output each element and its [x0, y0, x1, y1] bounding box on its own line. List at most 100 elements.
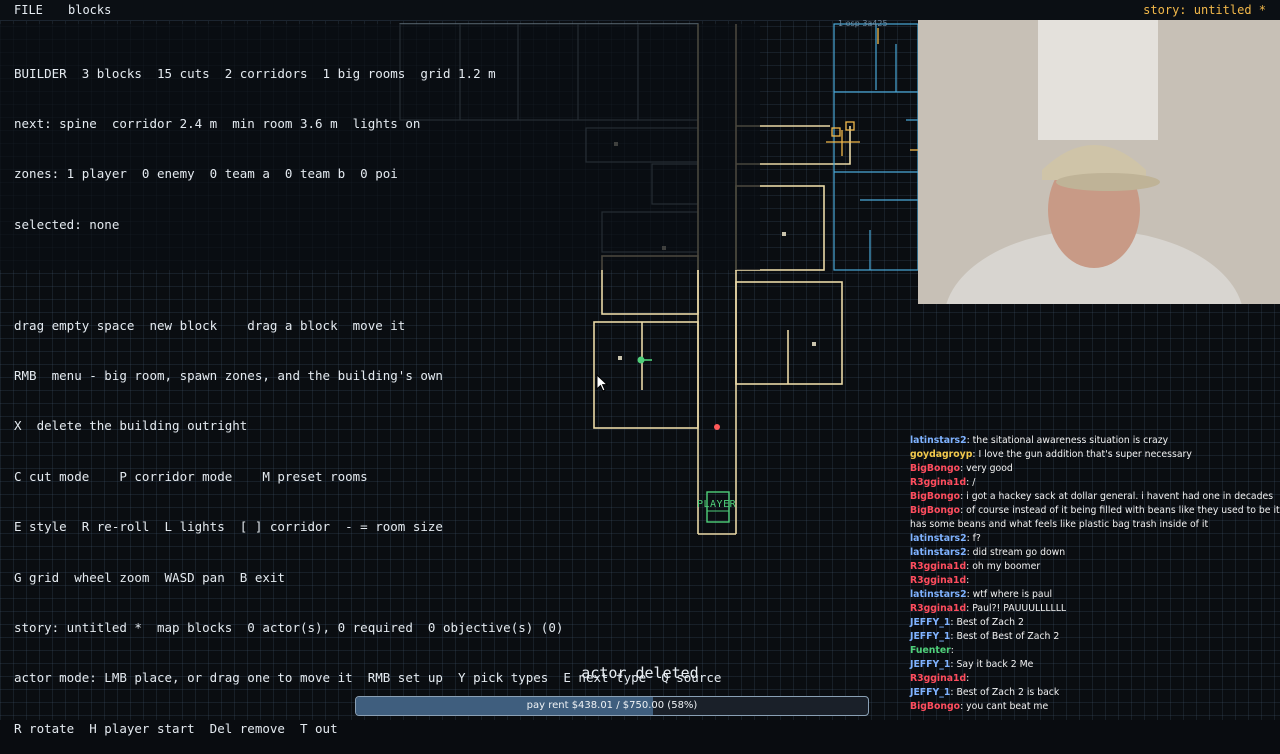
story-title: story: untitled *	[1143, 3, 1266, 17]
chat-message: goydagroyp: I love the gun addition that…	[906, 448, 1280, 462]
chat-username[interactable]: R3ggina1d	[910, 575, 967, 586]
minimap-orange-markers	[826, 28, 918, 156]
chat-username[interactable]: R3ggina1d	[910, 673, 967, 684]
chat-username[interactable]: R3ggina1d	[910, 561, 967, 572]
chat-separator: :	[960, 463, 967, 474]
chat-username[interactable]: JEFFY_1	[910, 659, 951, 670]
minimap-label: 1 osp 3a425	[838, 19, 888, 28]
hud-line-story: story: untitled * map blocks 0 actor(s),…	[14, 619, 564, 635]
chat-message: latinstars2: wtf where is paul	[906, 588, 1280, 602]
top-menu-bar: FILE blocks story: untitled *	[0, 0, 1280, 21]
chat-text: Paul?! PAUUULLLLLL	[972, 603, 1067, 614]
chat-message: latinstars2: the sitational awareness si…	[906, 434, 1280, 448]
chat-username[interactable]: latinstars2	[910, 589, 967, 600]
chat-text: the sitational awareness situation is cr…	[972, 435, 1169, 446]
mouse-cursor-icon	[596, 374, 608, 392]
chat-username[interactable]: latinstars2	[910, 533, 967, 544]
chat-message: JEFFY_1: Say it back 2 Me	[906, 658, 1280, 672]
hud-line-actor-mode: actor mode: LMB place, or drag one to mo…	[14, 670, 722, 686]
chat-message: R3ggina1d: /	[906, 476, 1280, 490]
chat-text: very good	[966, 463, 1013, 474]
chat-username[interactable]: JEFFY_1	[910, 687, 951, 698]
chat-username[interactable]: JEFFY_1	[910, 617, 951, 628]
chat-separator: :	[960, 491, 967, 502]
chat-separator: :	[950, 631, 957, 642]
hud-line-help-5: E style R re-roll L lights [ ] corridor …	[14, 519, 443, 535]
chat-separator: :	[966, 673, 970, 684]
file-menu[interactable]: FILE	[14, 3, 43, 17]
chat-username[interactable]: latinstars2	[910, 435, 967, 446]
chat-username[interactable]: BigBongo	[910, 505, 961, 516]
hud-line-help-4: C cut mode P corridor mode M preset room…	[14, 468, 368, 484]
chat-separator: :	[966, 603, 973, 614]
rent-progress-fill	[356, 697, 653, 715]
stream-chat: latinstars2: the sitational awareness si…	[906, 434, 1280, 720]
chat-message: R3ggina1d:	[906, 574, 1280, 588]
chat-message: BigBongo: i got a hackey sack at dollar …	[906, 490, 1280, 504]
chat-message: BigBongo: you cant beat me	[906, 700, 1280, 714]
player-start-zone[interactable]	[706, 491, 730, 523]
chat-separator: :	[966, 547, 973, 558]
chat-text: Best of Best of Zach 2	[956, 631, 1060, 642]
chat-text: of course instead of it being filled wit…	[910, 505, 1280, 530]
chat-username[interactable]: Fuenter	[910, 645, 951, 656]
chat-separator: :	[966, 533, 973, 544]
hud-line-help-2: RMB menu - big room, spawn zones, and th…	[14, 367, 443, 383]
chat-message: R3ggina1d: Paul?! PAUUULLLLLL	[906, 602, 1280, 616]
chat-text: f?	[972, 533, 981, 544]
chat-username[interactable]: BigBongo	[910, 463, 961, 474]
chat-message: JEFFY_1: Best of Zach 2 is back	[906, 686, 1280, 700]
chat-username[interactable]: latinstars2	[910, 547, 967, 558]
chat-text: oh my boomer	[972, 561, 1041, 572]
chat-separator: :	[966, 575, 970, 586]
status-toast: actor deleted	[581, 664, 699, 682]
chat-text: /	[972, 477, 976, 488]
chat-separator: :	[950, 645, 954, 656]
chat-separator: :	[972, 449, 979, 460]
chat-text: wtf where is paul	[972, 589, 1053, 600]
webcam-person	[918, 20, 1280, 304]
chat-username[interactable]: R3ggina1d	[910, 477, 967, 488]
hud-gap	[14, 267, 746, 284]
chat-username[interactable]: R3ggina1d	[910, 603, 967, 614]
chat-message: JEFFY_1: Best of Zach 2	[906, 616, 1280, 630]
chat-text: you cant beat me	[966, 701, 1049, 712]
chat-separator: :	[950, 617, 957, 628]
hud-line-help-1: drag empty space new block drag a block …	[14, 317, 406, 333]
chat-separator: :	[966, 477, 973, 488]
chat-separator: :	[966, 435, 973, 446]
rent-progress-bar: pay rent $438.01 / $750.00 (58%)	[355, 696, 869, 716]
chat-message: R3ggina1d:	[906, 672, 1280, 686]
hud-line-help-6: G grid wheel zoom WASD pan B exit	[14, 569, 285, 585]
player-label: PLAYER	[697, 499, 737, 510]
actor-marker[interactable]	[637, 356, 653, 364]
hud-line-zones: zones: 1 player 0 enemy 0 team a 0 team …	[14, 166, 398, 182]
chat-username[interactable]: BigBongo	[910, 491, 961, 502]
hud-line-next: next: spine corridor 2.4 m min room 3.6 …	[14, 115, 421, 131]
chat-separator: :	[966, 561, 973, 572]
rent-progress-label: pay rent $438.01 / $750.00 (58%)	[526, 700, 698, 711]
chat-text: i got a hackey sack at dollar general. i…	[966, 491, 1274, 502]
chat-message: BigBongo: very good	[906, 462, 1280, 476]
builder-help-panel: BUILDER 3 blocks 15 cuts 2 corridors 1 b…	[0, 24, 760, 736]
chat-message: Fuenter:	[906, 644, 1280, 658]
chat-separator: :	[950, 687, 957, 698]
minimap-blueprint	[833, 23, 919, 271]
chat-text: I love the gun addition that's super nec…	[978, 449, 1192, 460]
chat-username[interactable]: JEFFY_1	[910, 631, 951, 642]
blocks-menu[interactable]: blocks	[68, 3, 112, 17]
chat-text: Best of Zach 2 is back	[956, 687, 1060, 698]
chat-message: latinstars2: did stream go down	[906, 546, 1280, 560]
chat-text: Say it back 2 Me	[956, 659, 1034, 670]
hud-line-help-3: X delete the building outright	[14, 418, 248, 434]
chat-username[interactable]: goydagroyp	[910, 449, 973, 460]
hud-line-stats: BUILDER 3 blocks 15 cuts 2 corridors 1 b…	[14, 65, 496, 81]
red-marker[interactable]	[714, 424, 720, 430]
chat-message: BigBongo: of course instead of it being …	[906, 504, 1280, 532]
chat-message: latinstars2: f?	[906, 532, 1280, 546]
hud-line-actor-keys: R rotate H player start Del remove T out	[14, 720, 338, 736]
chat-separator: :	[950, 659, 957, 670]
chat-text: Best of Zach 2	[956, 617, 1024, 628]
hud-line-selected: selected: none	[14, 216, 120, 232]
chat-username[interactable]: BigBongo	[910, 701, 961, 712]
